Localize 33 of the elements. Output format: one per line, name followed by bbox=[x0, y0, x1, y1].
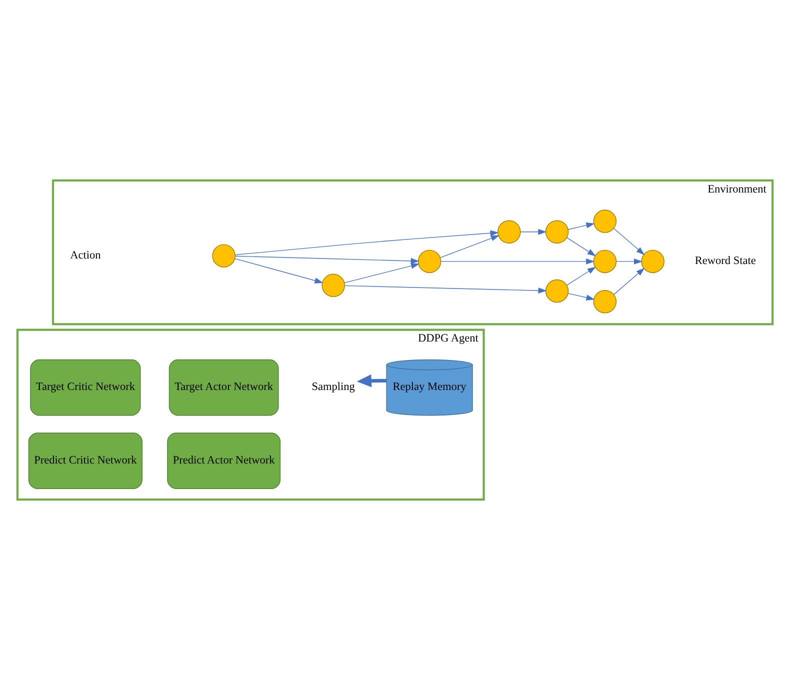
node-circle bbox=[212, 244, 236, 268]
node-box: Target Actor Network bbox=[168, 359, 279, 416]
arrow bbox=[344, 263, 420, 284]
arrow bbox=[356, 374, 386, 388]
node-box: Predict Actor Network bbox=[167, 432, 281, 489]
label: Reword State bbox=[694, 255, 756, 268]
arrow bbox=[234, 230, 499, 256]
node-box: Predict Critic Network bbox=[28, 432, 142, 489]
label: Action bbox=[70, 250, 101, 262]
arrow bbox=[344, 285, 547, 294]
node-circle bbox=[593, 210, 617, 233]
arrow bbox=[614, 268, 645, 295]
node-circle bbox=[593, 290, 617, 314]
arrow bbox=[440, 235, 500, 258]
node-circle bbox=[498, 220, 521, 244]
arrow bbox=[234, 258, 324, 284]
node-circle bbox=[418, 250, 442, 274]
node-box: Target Critic Network bbox=[30, 359, 141, 416]
node-circle bbox=[641, 250, 664, 274]
arrow bbox=[440, 258, 595, 264]
arrow bbox=[566, 266, 596, 286]
arrow bbox=[566, 237, 596, 256]
node-text: Sampling bbox=[312, 381, 355, 394]
arrow bbox=[614, 228, 645, 256]
arrow bbox=[520, 228, 547, 235]
node-circle bbox=[322, 274, 345, 298]
arrow bbox=[568, 293, 595, 300]
arrow bbox=[234, 256, 420, 264]
arrow bbox=[616, 258, 642, 264]
node-circle bbox=[545, 220, 569, 244]
node-circle bbox=[593, 250, 617, 274]
arrow bbox=[568, 222, 595, 230]
node-circle bbox=[545, 279, 569, 303]
